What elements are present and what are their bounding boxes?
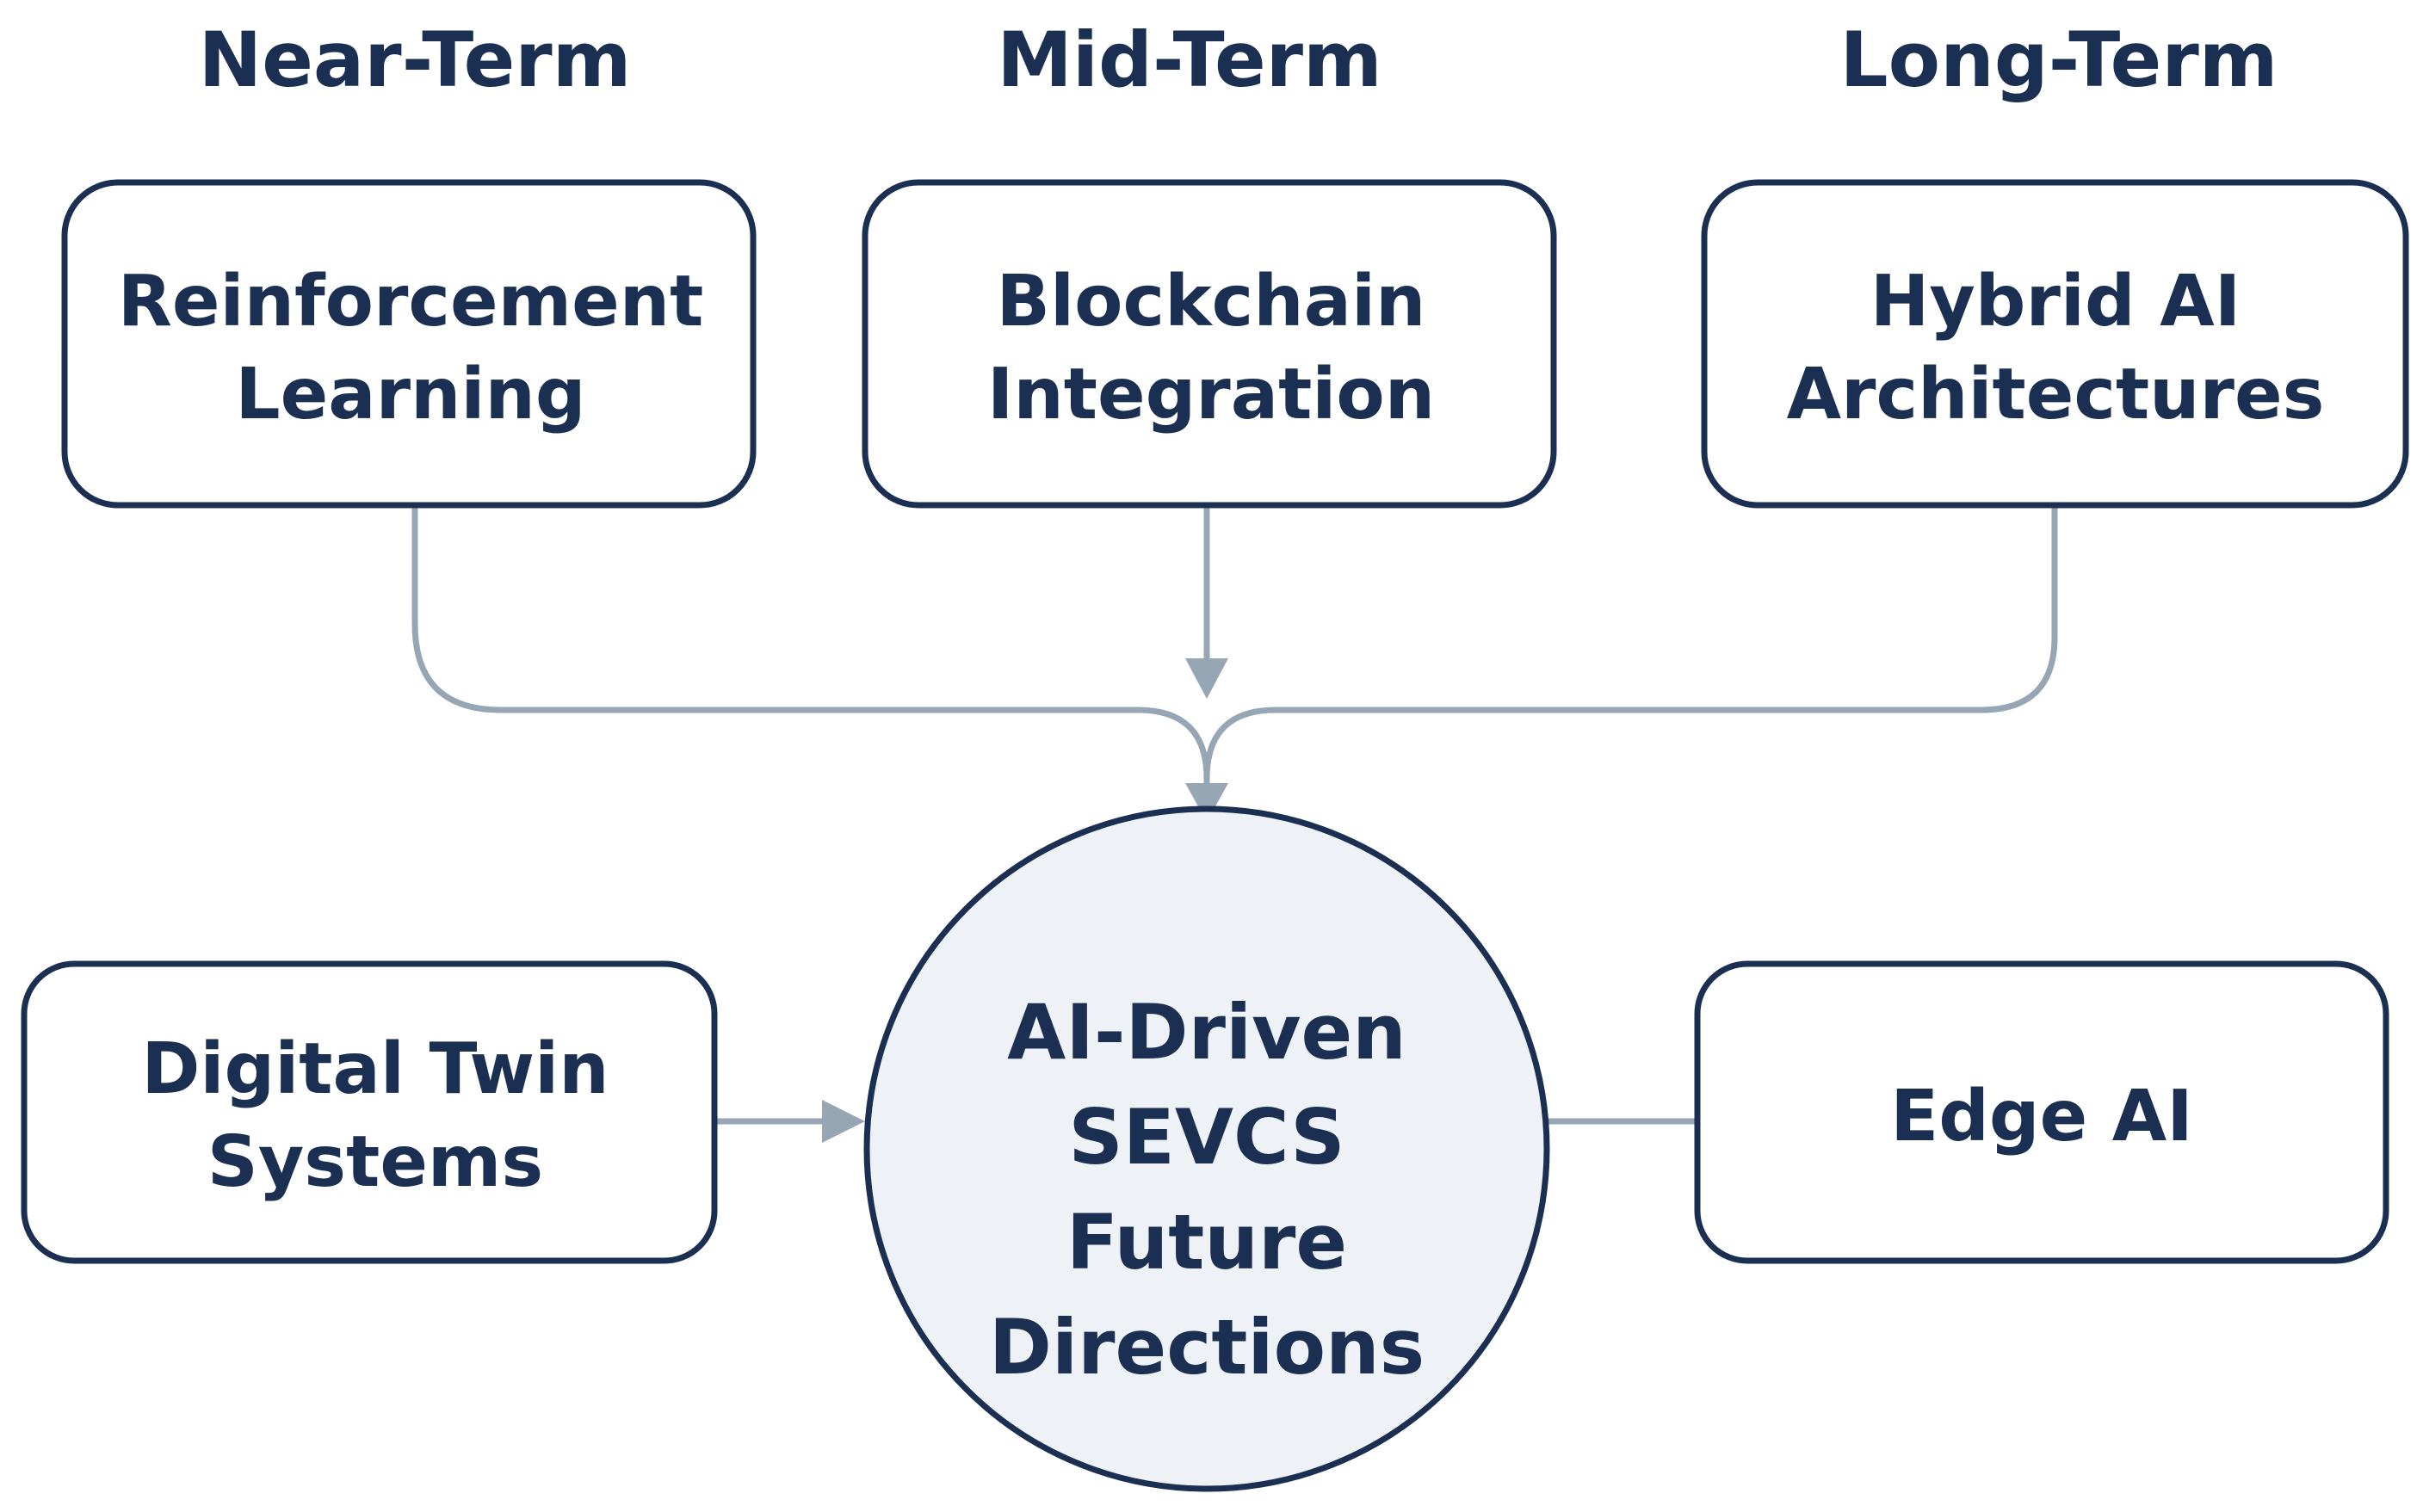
heading-mid-term: Mid-Term xyxy=(997,15,1381,104)
hub-line-2: SEVCS xyxy=(1068,1093,1344,1182)
hub-line-4: Directions xyxy=(989,1303,1425,1392)
node-edge-line-1: Edge AI xyxy=(1890,1076,2193,1157)
node-blockchain-line-1: Blockchain xyxy=(997,261,1426,343)
heading-long-term: Long-Term xyxy=(1840,15,2278,104)
node-digital-twin-line-2: Systems xyxy=(207,1121,543,1203)
hub-line-1: AI-Driven xyxy=(1007,988,1406,1077)
node-blockchain-integration: Blockchain Integration xyxy=(862,179,1557,509)
node-reinforcement-line-2: Learning xyxy=(235,354,585,435)
node-blockchain-line-2: Integration xyxy=(987,354,1435,435)
arrowhead-blockchain xyxy=(1185,658,1228,699)
node-edge-ai: Edge AI xyxy=(1694,960,2389,1264)
connector-hybrid-to-hub xyxy=(1203,504,2058,791)
node-hybrid-line-1: Hybrid AI xyxy=(1870,261,2241,343)
connectors xyxy=(411,504,2058,1143)
node-digital-twin-line-1: Digital Twin xyxy=(141,1028,609,1110)
heading-near-term: Near-Term xyxy=(199,15,632,104)
connector-reinforcement-to-hub xyxy=(411,504,1210,791)
node-digital-twin-systems: Digital Twin Systems xyxy=(21,960,718,1264)
hub-node: AI-Driven SEVCS Future Directions xyxy=(863,805,1550,1492)
node-hybrid-line-2: Architectures xyxy=(1787,354,2325,435)
arrowhead-digital-twin xyxy=(822,1100,865,1143)
node-reinforcement-learning: Reinforcement Learning xyxy=(61,179,757,509)
node-hybrid-ai-architectures: Hybrid AI Architectures xyxy=(1701,179,2409,509)
node-reinforcement-line-1: Reinforcement xyxy=(118,261,704,343)
arrowhead-merge xyxy=(1185,783,1228,822)
hub-line-3: Future xyxy=(1066,1198,1347,1287)
